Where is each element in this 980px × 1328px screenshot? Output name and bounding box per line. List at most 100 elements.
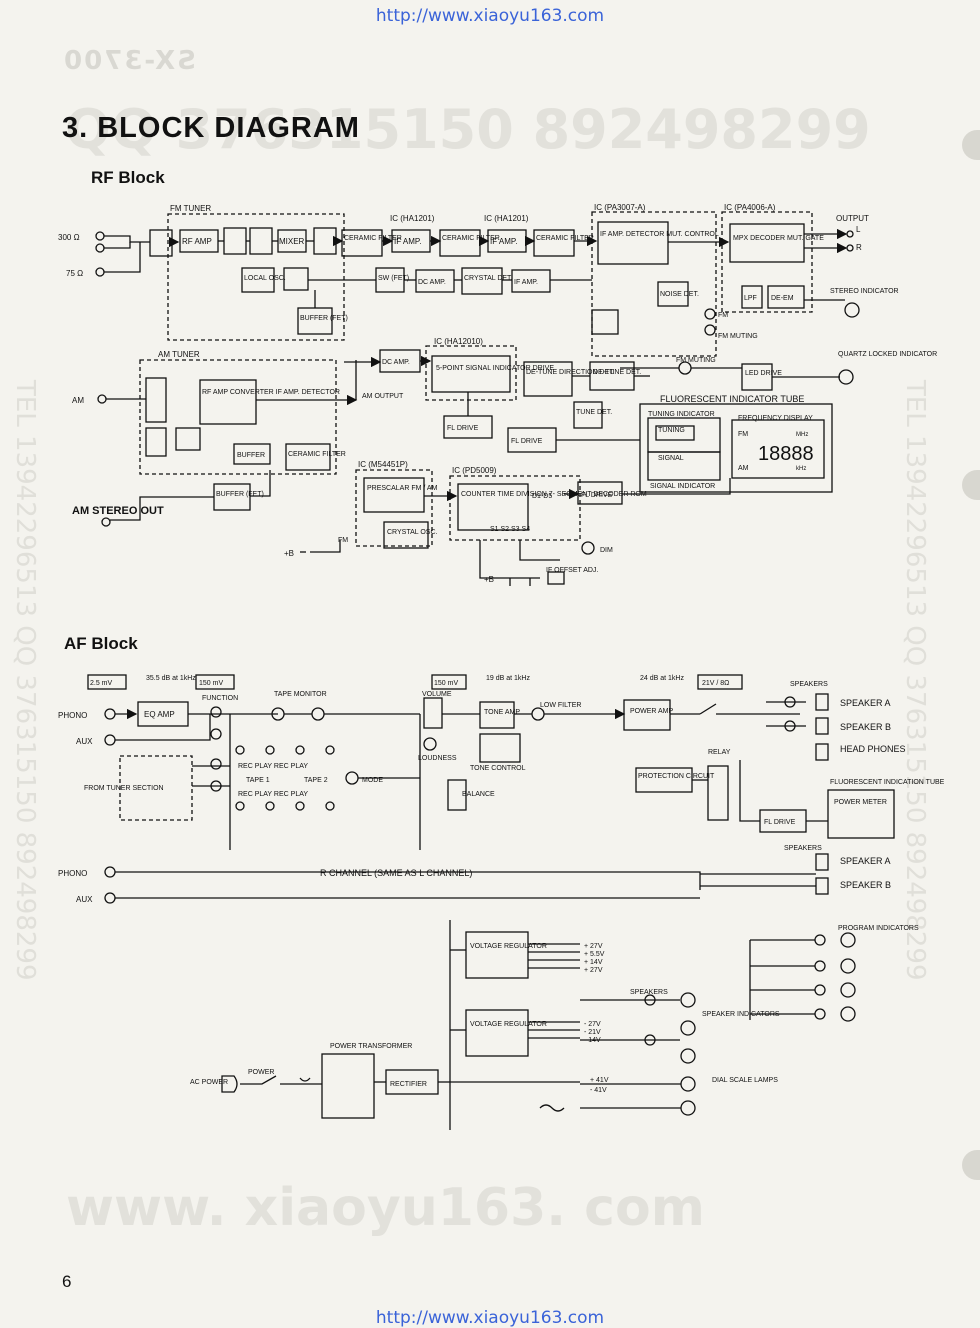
voltage-regulator-2-label: VOLTAGE REGULATOR — [470, 1021, 547, 1028]
am-tuned-circuit — [175, 427, 201, 451]
ic-pa4006-enclosure — [721, 211, 813, 313]
ic-pd5009-enclosure — [449, 475, 581, 541]
buffer-fet-am-label: BUFFER (FET) — [216, 491, 264, 498]
led-drive-box — [741, 363, 773, 391]
am-ceramic-filter-label: CERAMIC FILTER — [288, 451, 346, 458]
crystal-det-box — [461, 267, 503, 295]
freq-mhz-label: MHz — [796, 432, 808, 438]
watermark-qq: QQ 376315150 892498299 — [65, 98, 871, 161]
dial-scale-label: DIAL SCALE LAMPS — [712, 1077, 778, 1084]
freq-khz-label: kHz — [796, 466, 806, 472]
fl-drive-1-label: FL DRIVE — [447, 425, 479, 432]
if-amp-3 — [511, 269, 551, 293]
de-em-box — [767, 285, 805, 309]
speaker-indicator-lamp — [680, 1020, 696, 1036]
signal-label: SIGNAL — [658, 455, 684, 462]
balance-label: BALANCE — [462, 791, 495, 798]
v-pos-0: + 27V — [584, 943, 603, 950]
plus-b-label-2: +B — [484, 575, 494, 584]
ifT-box — [313, 227, 337, 255]
speaker-b-terminal-r — [815, 877, 829, 895]
lvl-box-21v — [697, 674, 743, 690]
speaker-indicators-label: SPEAKER INDICATORS — [702, 1011, 780, 1018]
program-indicators-label: PROGRAM INDICATORS — [838, 925, 919, 932]
ic-ha12010-enclosure — [425, 345, 517, 401]
loudness-label: LOUDNESS — [418, 755, 457, 762]
voltage-regulator-1 — [465, 931, 529, 979]
fm-tuner-label: FM TUNER — [170, 204, 211, 213]
ic-m54451p-label: IC (M54451P) — [358, 460, 408, 469]
low-filter-label: LOW FILTER — [540, 702, 581, 709]
relay-label: RELAY — [708, 749, 731, 756]
voltage-regulator-2 — [465, 1009, 529, 1057]
am-stereo-out-label: AM STEREO OUT — [72, 505, 164, 517]
am-rf-converter-box — [199, 379, 257, 425]
speakers-label: SPEAKERS — [790, 681, 828, 688]
five-point-box — [431, 355, 511, 393]
rf-block-heading: RF Block — [91, 168, 165, 187]
detune-det-label: DE-TUNE DET. — [593, 369, 641, 376]
aux-r-label: AUX — [76, 895, 93, 904]
source-url-top[interactable]: http://www.xiaoyu163.com — [375, 6, 605, 26]
page-number: 6 — [62, 1272, 72, 1291]
am-tuner-enclosure — [139, 359, 337, 475]
detune-direction-label: DE-TUNE DIRECTION DET. — [526, 369, 615, 376]
punch-hole — [962, 130, 980, 160]
prescaler-box — [363, 477, 425, 513]
freq-fm-label: FM — [738, 431, 748, 438]
quartz-locked-label: QUARTZ LOCKED INDICATOR — [838, 351, 937, 358]
rectifier-label: RECTIFIER — [390, 1081, 427, 1088]
am-label: AM — [72, 396, 84, 405]
led-drive-label: LED DRIVE — [745, 370, 782, 377]
fm-muting-small-label: FM MUTING — [718, 333, 758, 340]
mpx-decoder-label: MPX DECODER MUT. GATE — [733, 235, 824, 242]
dc-amp-1-label: DC AMP. — [418, 279, 446, 286]
v41-pos: + 41V — [590, 1077, 609, 1084]
lvl-25mv-label: 2.5 mV — [90, 680, 113, 687]
sw-fet-label: SW (FET) — [378, 275, 409, 282]
power-transformer-label: POWER TRANSFORMER — [330, 1043, 412, 1050]
ic-ha12010-label: IC (HA12010) — [434, 337, 483, 346]
fl-drive-2-label: FL DRIVE — [511, 438, 543, 445]
stereo-indicator-lamp — [844, 302, 860, 318]
tune-det-label: TUNE DET. — [576, 409, 612, 416]
varactor-box — [283, 267, 309, 291]
fm-label-2: FM — [338, 537, 348, 544]
rec-play-label: REC PLAY REC PLAY — [238, 763, 308, 770]
volume-label: VOLUME — [422, 691, 452, 698]
tuning-indicator-box — [647, 417, 721, 453]
relay-box — [707, 765, 729, 821]
rf-amp-label: RF AMP — [182, 237, 212, 246]
ceramic-filter-3-label: CERAMIC FILTER — [536, 235, 594, 242]
prescaler-label: PRESCALAR FM / AM — [367, 485, 438, 492]
protection-label: PROTECTION CIRCUIT — [638, 773, 715, 780]
lvl-box-150mv-b — [431, 674, 467, 690]
from-tuner-label: FROM TUNER SECTION — [84, 785, 164, 792]
fl-drive-af-label: FL DRIVE — [764, 819, 796, 826]
head-phones-label: HEAD PHONES — [840, 744, 906, 754]
frequency-display-label: FREQUENCY DISPLAY — [738, 415, 813, 422]
headphones-jack — [815, 743, 829, 761]
fluorescent-indication-label: FLUORESCENT INDICATION TUBE — [830, 779, 945, 786]
tape1-label: TAPE 1 — [246, 777, 270, 784]
speaker-b-label: SPEAKER B — [840, 722, 891, 732]
tone-amp-label: TONE AMP — [484, 709, 520, 716]
fm-label: FM — [718, 312, 728, 319]
punch-hole — [962, 470, 980, 500]
transformer-box — [321, 1053, 375, 1119]
v41-neg: - 41V — [590, 1087, 607, 1094]
output-label: OUTPUT — [836, 214, 869, 223]
local-osc-box — [241, 267, 275, 293]
phono-jack-r — [104, 866, 116, 878]
punch-hole — [962, 1150, 980, 1180]
frequency-display-box — [731, 419, 825, 479]
source-url-bottom[interactable]: http://www.xiaoyu163.com — [375, 1308, 605, 1328]
dim-label: DIM — [600, 547, 613, 554]
freq-am-label: AM — [738, 465, 749, 472]
lvl-box-25mv — [87, 674, 127, 690]
d1-d5-label: D1-D5 — [532, 493, 552, 500]
aux-l-label: AUX — [76, 737, 93, 746]
am-ceramic-filter — [285, 443, 331, 471]
